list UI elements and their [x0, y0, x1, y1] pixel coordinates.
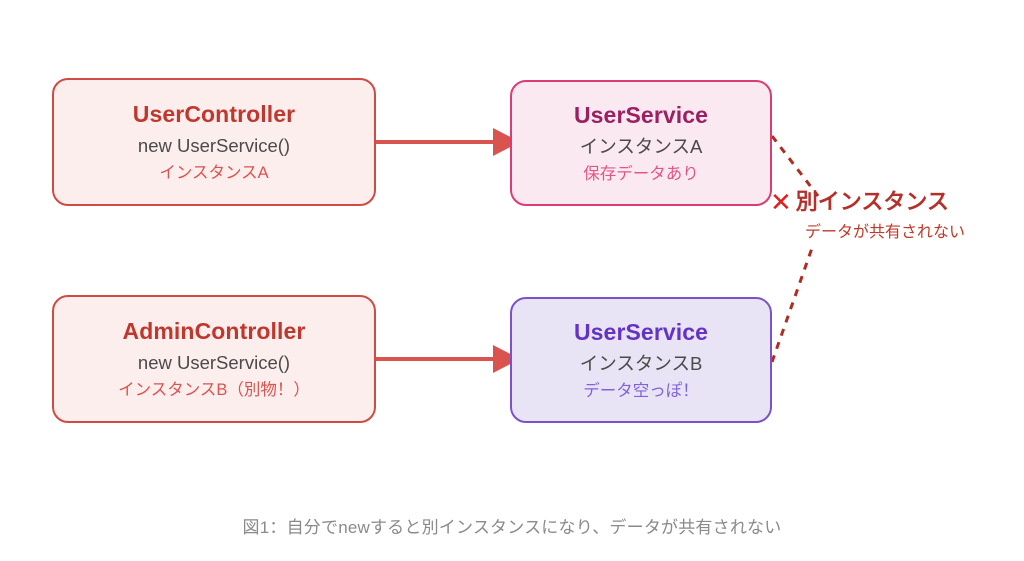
node-subtitle: new UserService()	[137, 351, 291, 373]
dashed-connector-lower	[770, 247, 814, 363]
arrow-usercontroller-to-userservice-a	[376, 128, 520, 156]
node-title: UserService	[573, 101, 709, 128]
node-note: インスタンスB（別物！）	[118, 381, 310, 400]
node-user-controller[interactable]: UserController new UserService() インスタンスA	[52, 78, 376, 206]
node-subtitle: インスタンスB	[579, 352, 703, 374]
arrow-admincontroller-to-userservice-b	[376, 345, 520, 373]
node-note: データ空っぽ！	[583, 382, 699, 401]
node-subtitle: インスタンスA	[579, 135, 703, 157]
node-user-service-b[interactable]: UserService インスタンスB データ空っぽ！	[510, 297, 772, 423]
annotation-subtitle: データが共有されない	[804, 224, 965, 241]
annotation-title: 別インスタンス	[795, 188, 949, 214]
node-title: AdminController	[122, 317, 306, 344]
node-admin-controller[interactable]: AdminController new UserService() インスタンス…	[52, 295, 376, 423]
node-note: インスタンスA	[159, 164, 269, 183]
node-subtitle: new UserService()	[137, 134, 291, 156]
node-title: UserController	[132, 100, 296, 127]
node-title: UserService	[573, 318, 709, 345]
node-user-service-a[interactable]: UserService インスタンスA 保存データあり	[510, 80, 772, 206]
cross-mark-icon: ✕	[770, 187, 792, 217]
annotation-different-instance: ✕ 別インスタンス データが共有されない	[770, 189, 1014, 242]
node-note: 保存データあり	[583, 165, 699, 184]
figure-caption: 図1：自分でnewすると別インスタンスになり、データが共有されない	[242, 518, 782, 537]
annotation-heading: ✕ 別インスタンス	[770, 189, 1014, 215]
